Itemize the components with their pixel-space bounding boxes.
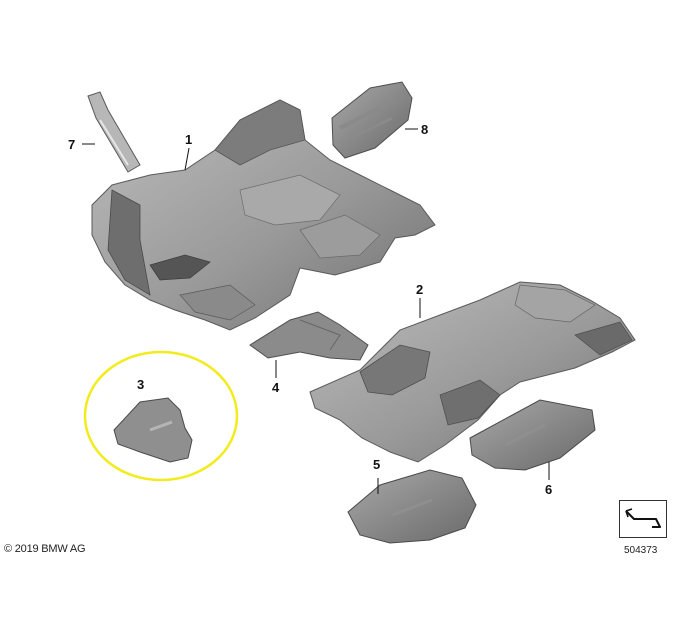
copyright-text: © 2019 BMW AG xyxy=(4,543,86,555)
arrow-back-icon xyxy=(625,508,661,528)
side-trim-part[interactable] xyxy=(249,311,369,361)
front-carpet-part[interactable] xyxy=(91,99,436,331)
callout-6: 6 xyxy=(545,482,552,497)
rear-left-mat-part[interactable] xyxy=(347,469,477,544)
callout-5: 5 xyxy=(373,457,380,472)
callout-3: 3 xyxy=(137,377,144,392)
diagram-number: 504373 xyxy=(624,545,658,556)
callout-2: 2 xyxy=(416,282,423,297)
sill-strip-part[interactable] xyxy=(87,91,141,173)
callout-7: 7 xyxy=(68,137,75,152)
rear-right-mat-part[interactable] xyxy=(469,399,596,471)
highlighted-part-3[interactable] xyxy=(83,350,239,482)
highlight-circle xyxy=(83,350,239,482)
callout-lines xyxy=(82,128,550,494)
callout-1: 1 xyxy=(185,132,192,147)
rear-carpet-part[interactable] xyxy=(309,281,636,463)
callout-4: 4 xyxy=(272,380,280,395)
back-navigation-button[interactable] xyxy=(619,500,667,538)
callout-8: 8 xyxy=(421,122,428,137)
luggage-mat-part[interactable] xyxy=(331,81,413,159)
